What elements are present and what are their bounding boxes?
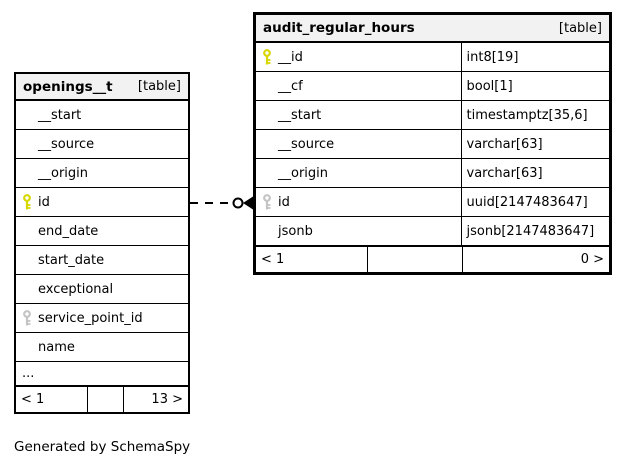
column-name: end_date [38, 223, 99, 239]
primary-key-icon [262, 49, 272, 66]
column-name-cell: __origin [256, 159, 462, 187]
column-row: jsonb jsonb[2147483647] [256, 217, 609, 246]
table-name: audit_regular_hours [263, 20, 415, 36]
generated-by-note: Generated by SchemaSpy [14, 439, 191, 455]
foreign-key-icon [22, 310, 32, 327]
column-row: __source [16, 130, 188, 159]
pager-mid [88, 387, 124, 412]
column-type-cell: jsonb[2147483647] [462, 217, 610, 245]
column-row: exceptional [16, 275, 188, 304]
column-name: __cf [278, 78, 303, 94]
column-row: __origin varchar[63] [256, 159, 609, 188]
table-header[interactable]: audit_regular_hours [table] [256, 15, 609, 43]
column-row: __start timestamptz[35,6] [256, 101, 609, 130]
column-name: id [38, 194, 50, 210]
pager-prev[interactable]: < 1 [16, 387, 88, 412]
column-name: exceptional [38, 281, 114, 297]
ellipsis-label: ... [22, 366, 35, 381]
column-type: varchar[63] [466, 136, 543, 152]
foreign-key-icon [262, 194, 272, 211]
column-row: __origin [16, 159, 188, 188]
column-row: __id int8[19] [256, 43, 609, 72]
relationship-connector [190, 196, 253, 210]
column-type: bool[1] [466, 78, 513, 94]
column-type: uuid[2147483647] [466, 194, 588, 210]
column-type: jsonb[2147483647] [466, 223, 595, 239]
more-columns-row: ... [16, 362, 188, 386]
table-header[interactable]: openings__t [table] [16, 74, 188, 101]
column-name-cell: __cf [256, 72, 462, 100]
column-type-cell: timestamptz[35,6] [462, 101, 610, 129]
primary-key-icon [22, 194, 32, 211]
column-row: service_point_id [16, 304, 188, 333]
pager-next[interactable]: 0 > [580, 252, 604, 267]
column-row: name [16, 333, 188, 362]
column-row: id [16, 188, 188, 217]
column-name-cell: __source [256, 130, 462, 158]
column-name: __start [38, 107, 82, 123]
column-name: __origin [278, 165, 329, 181]
column-row: __start [16, 101, 188, 130]
table-name: openings__t [23, 78, 113, 95]
table-node-audit-regular-hours[interactable]: audit_regular_hours [table] __id int8[19… [253, 12, 612, 275]
column-name-cell: __start [256, 101, 462, 129]
column-type: varchar[63] [466, 165, 543, 181]
column-type: timestamptz[35,6] [466, 107, 588, 123]
column-type-cell: int8[19] [462, 43, 610, 71]
column-name: __origin [38, 165, 89, 181]
column-row: end_date [16, 217, 188, 246]
degree-pager: < 1 13 > [16, 386, 188, 412]
column-name: name [38, 339, 75, 355]
column-row: id uuid[2147483647] [256, 188, 609, 217]
column-name-cell: __id [256, 43, 462, 71]
column-name: jsonb [278, 223, 313, 239]
column-type-cell: uuid[2147483647] [462, 188, 610, 216]
column-name: __source [38, 136, 95, 152]
pager-next[interactable]: 13 > [151, 392, 183, 407]
table-type-tag: [table] [558, 20, 602, 36]
column-type-cell: bool[1] [462, 72, 610, 100]
column-name: __start [278, 107, 322, 123]
degree-pager: < 1 0 > [256, 246, 609, 272]
column-type: int8[19] [466, 49, 519, 65]
column-type-cell: varchar[63] [462, 130, 610, 158]
column-name: start_date [38, 252, 105, 268]
column-name: id [278, 194, 290, 210]
column-name-cell: id [256, 188, 462, 216]
column-name: __source [278, 136, 335, 152]
column-row: start_date [16, 246, 188, 275]
pager-prev[interactable]: < 1 [256, 247, 368, 272]
table-type-tag: [table] [137, 79, 181, 94]
column-name: __id [278, 49, 303, 65]
column-row: __source varchar[63] [256, 130, 609, 159]
table-node-openings-t[interactable]: openings__t [table] __start __source __o… [14, 72, 190, 414]
column-row: __cf bool[1] [256, 72, 609, 101]
column-name: service_point_id [38, 310, 143, 326]
pager-mid [368, 247, 463, 272]
column-type-cell: varchar[63] [462, 159, 610, 187]
column-name-cell: jsonb [256, 217, 462, 245]
